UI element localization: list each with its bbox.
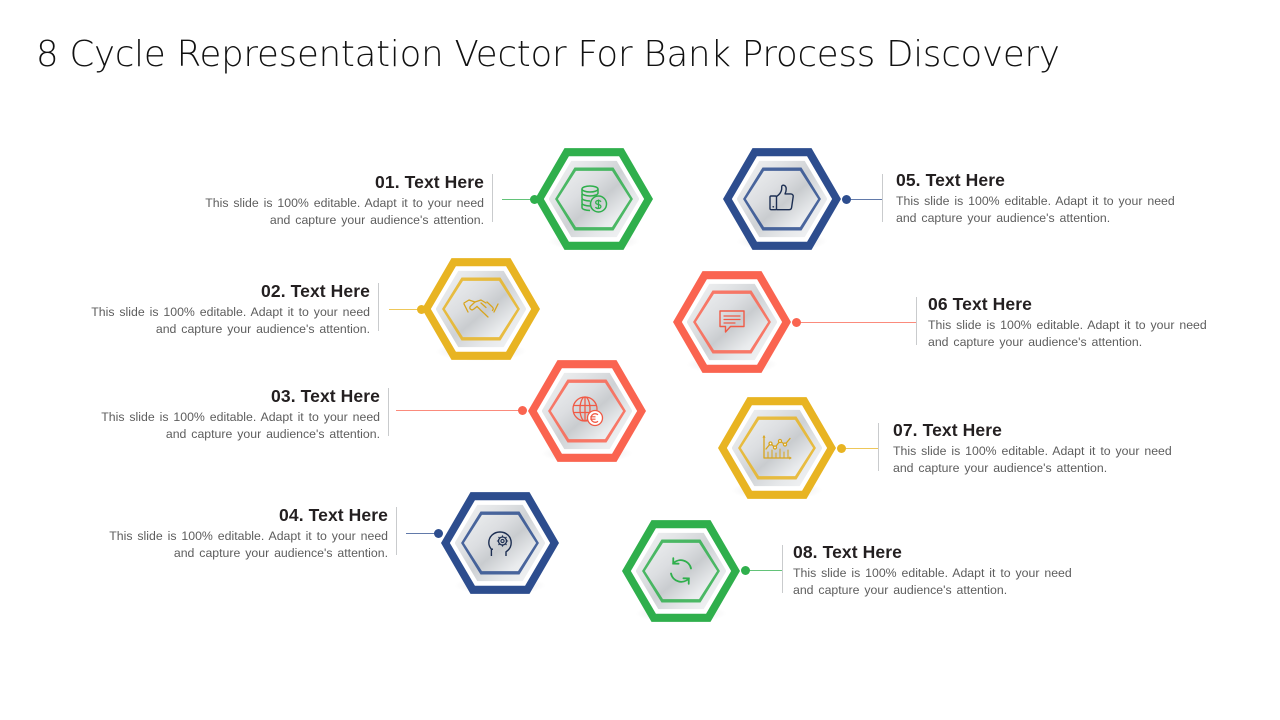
connector-08 (741, 566, 782, 575)
connector-line-03 (396, 410, 526, 411)
item-text-block-03: 03. Text Here This slide is 100% editabl… (96, 386, 380, 443)
connector-line-01 (502, 199, 538, 200)
hexagon-node-03[interactable] (528, 358, 646, 464)
item-text-block-06: 06 Text Here This slide is 100% editable… (928, 294, 1218, 351)
connector-dot-02 (417, 305, 426, 314)
item-body-03: This slide is 100% editable. Adapt it to… (101, 410, 380, 442)
item-text-block-02: 02. Text Here This slide is 100% editabl… (86, 281, 370, 338)
item-text-block-04: 04. Text Here This slide is 100% editabl… (104, 505, 388, 562)
connector-02 (389, 305, 426, 314)
connector-dot-08 (741, 566, 750, 575)
divider-01 (492, 174, 493, 222)
divider-06 (916, 297, 917, 345)
connector-dot-01 (530, 195, 539, 204)
connector-04 (406, 529, 443, 538)
hexagon-ring-inner-08 (644, 542, 718, 600)
item-heading-06: 06 Text Here (928, 294, 1032, 314)
connector-dot-03 (518, 406, 527, 415)
divider-07 (878, 423, 879, 471)
divider-03 (388, 388, 389, 436)
connector-line-06 (793, 322, 917, 323)
item-heading-07: 07. Text Here (893, 420, 1002, 440)
item-body-06: This slide is 100% editable. Adapt it to… (928, 318, 1207, 350)
connector-05 (842, 195, 883, 204)
item-body-07: This slide is 100% editable. Adapt it to… (893, 444, 1172, 476)
item-heading-05: 05. Text Here (896, 170, 1005, 190)
connector-line-08 (742, 570, 782, 571)
connector-dot-06 (792, 318, 801, 327)
connector-06 (792, 318, 917, 327)
hexagon-node-04[interactable] (441, 490, 559, 596)
connector-03 (396, 406, 527, 415)
item-heading-08: 08. Text Here (793, 542, 902, 562)
divider-04 (396, 507, 397, 555)
connector-dot-05 (842, 195, 851, 204)
hexagon-node-06[interactable] (673, 269, 791, 375)
item-heading-02: 02. Text Here (261, 281, 370, 301)
hexagon-node-05[interactable] (723, 146, 841, 252)
item-text-block-05: 05. Text Here This slide is 100% editabl… (896, 170, 1186, 227)
hexagon-node-07[interactable] (718, 395, 836, 501)
item-body-04: This slide is 100% editable. Adapt it to… (109, 529, 388, 561)
hexagon-node-02[interactable] (422, 256, 540, 362)
item-body-01: This slide is 100% editable. Adapt it to… (205, 196, 484, 228)
item-text-block-08: 08. Text Here This slide is 100% editabl… (793, 542, 1083, 599)
item-heading-03: 03. Text Here (271, 386, 380, 406)
connector-01 (502, 195, 539, 204)
connector-dot-07 (837, 444, 846, 453)
item-text-block-07: 07. Text Here This slide is 100% editabl… (893, 420, 1183, 477)
connector-line-07 (838, 448, 878, 449)
connector-line-05 (843, 199, 883, 200)
item-body-02: This slide is 100% editable. Adapt it to… (91, 305, 370, 337)
hexagon-node-01[interactable] (535, 146, 653, 252)
item-heading-04: 04. Text Here (279, 505, 388, 525)
connector-line-02 (389, 309, 425, 310)
page-title: 8 Cycle Representation Vector For Bank P… (36, 34, 1060, 75)
item-heading-01: 01. Text Here (375, 172, 484, 192)
divider-08 (782, 545, 783, 593)
divider-02 (378, 283, 379, 331)
item-text-block-01: 01. Text Here This slide is 100% editabl… (196, 172, 484, 229)
item-body-08: This slide is 100% editable. Adapt it to… (793, 566, 1072, 598)
connector-line-04 (406, 533, 442, 534)
divider-05 (882, 174, 883, 222)
connector-07 (837, 444, 878, 453)
connector-dot-04 (434, 529, 443, 538)
hexagon-node-08[interactable] (622, 518, 740, 624)
item-body-05: This slide is 100% editable. Adapt it to… (896, 194, 1175, 226)
